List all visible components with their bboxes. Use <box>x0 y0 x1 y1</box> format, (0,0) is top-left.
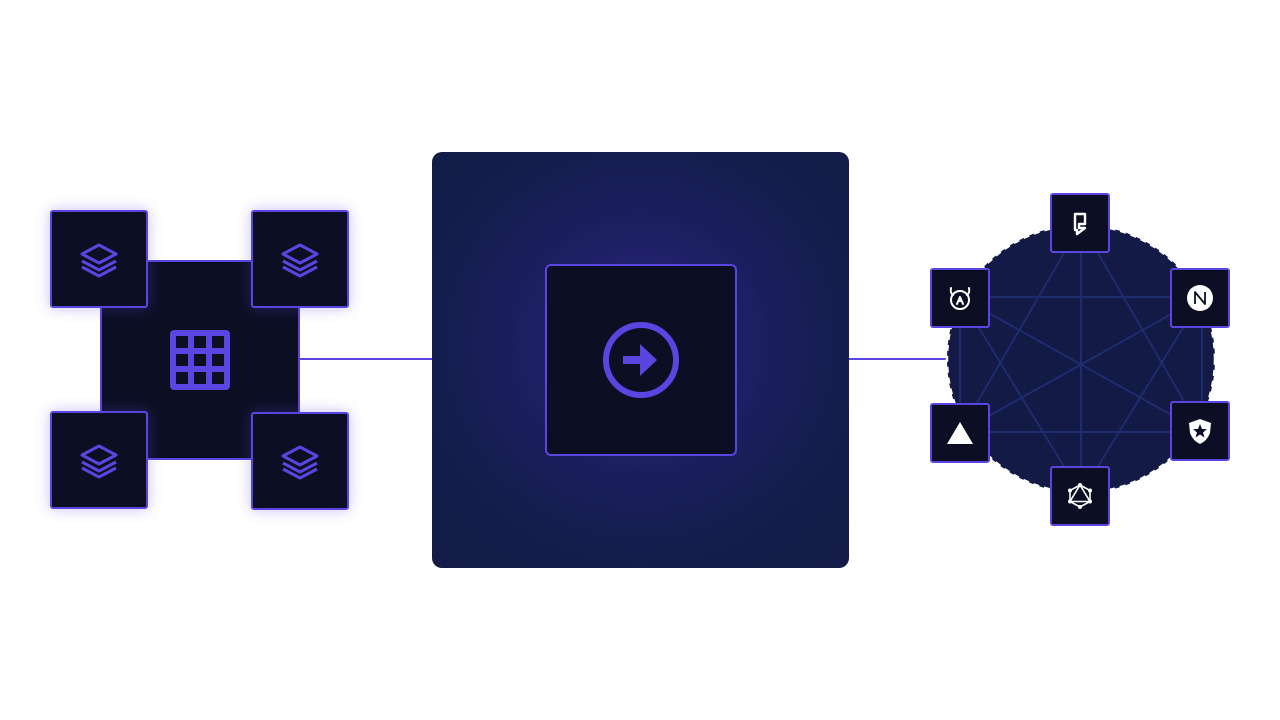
service-node-left-bottom <box>930 403 990 463</box>
layers-icon <box>281 445 319 480</box>
layers-node-top-left <box>50 210 148 308</box>
service-node-bottom <box>1050 466 1110 526</box>
layers-node-bottom-right <box>251 412 349 510</box>
service-node-left-top <box>930 268 990 328</box>
service-node-right-top <box>1170 268 1230 328</box>
service-node-top <box>1050 193 1110 253</box>
service-network-graph <box>945 223 1217 495</box>
center-node <box>545 264 737 456</box>
nextjs-icon <box>1187 285 1213 311</box>
layers-node-top-right <box>251 210 349 308</box>
vercel-triangle-icon <box>947 422 973 444</box>
layers-node-bottom-left <box>50 411 148 509</box>
layers-icon <box>281 243 319 278</box>
graphql-icon <box>1068 483 1092 509</box>
right-connector-line <box>847 358 947 360</box>
hexagon-logo-icon <box>1073 212 1087 236</box>
layers-icon <box>80 444 118 479</box>
grid-table-icon <box>170 330 230 390</box>
horned-mascot-icon <box>949 287 971 310</box>
service-node-right-bottom <box>1170 401 1230 461</box>
auth0-icon <box>1189 419 1211 444</box>
left-connector-line <box>298 358 434 360</box>
arrow-right-circle-icon <box>603 322 679 398</box>
layers-icon <box>80 243 118 278</box>
